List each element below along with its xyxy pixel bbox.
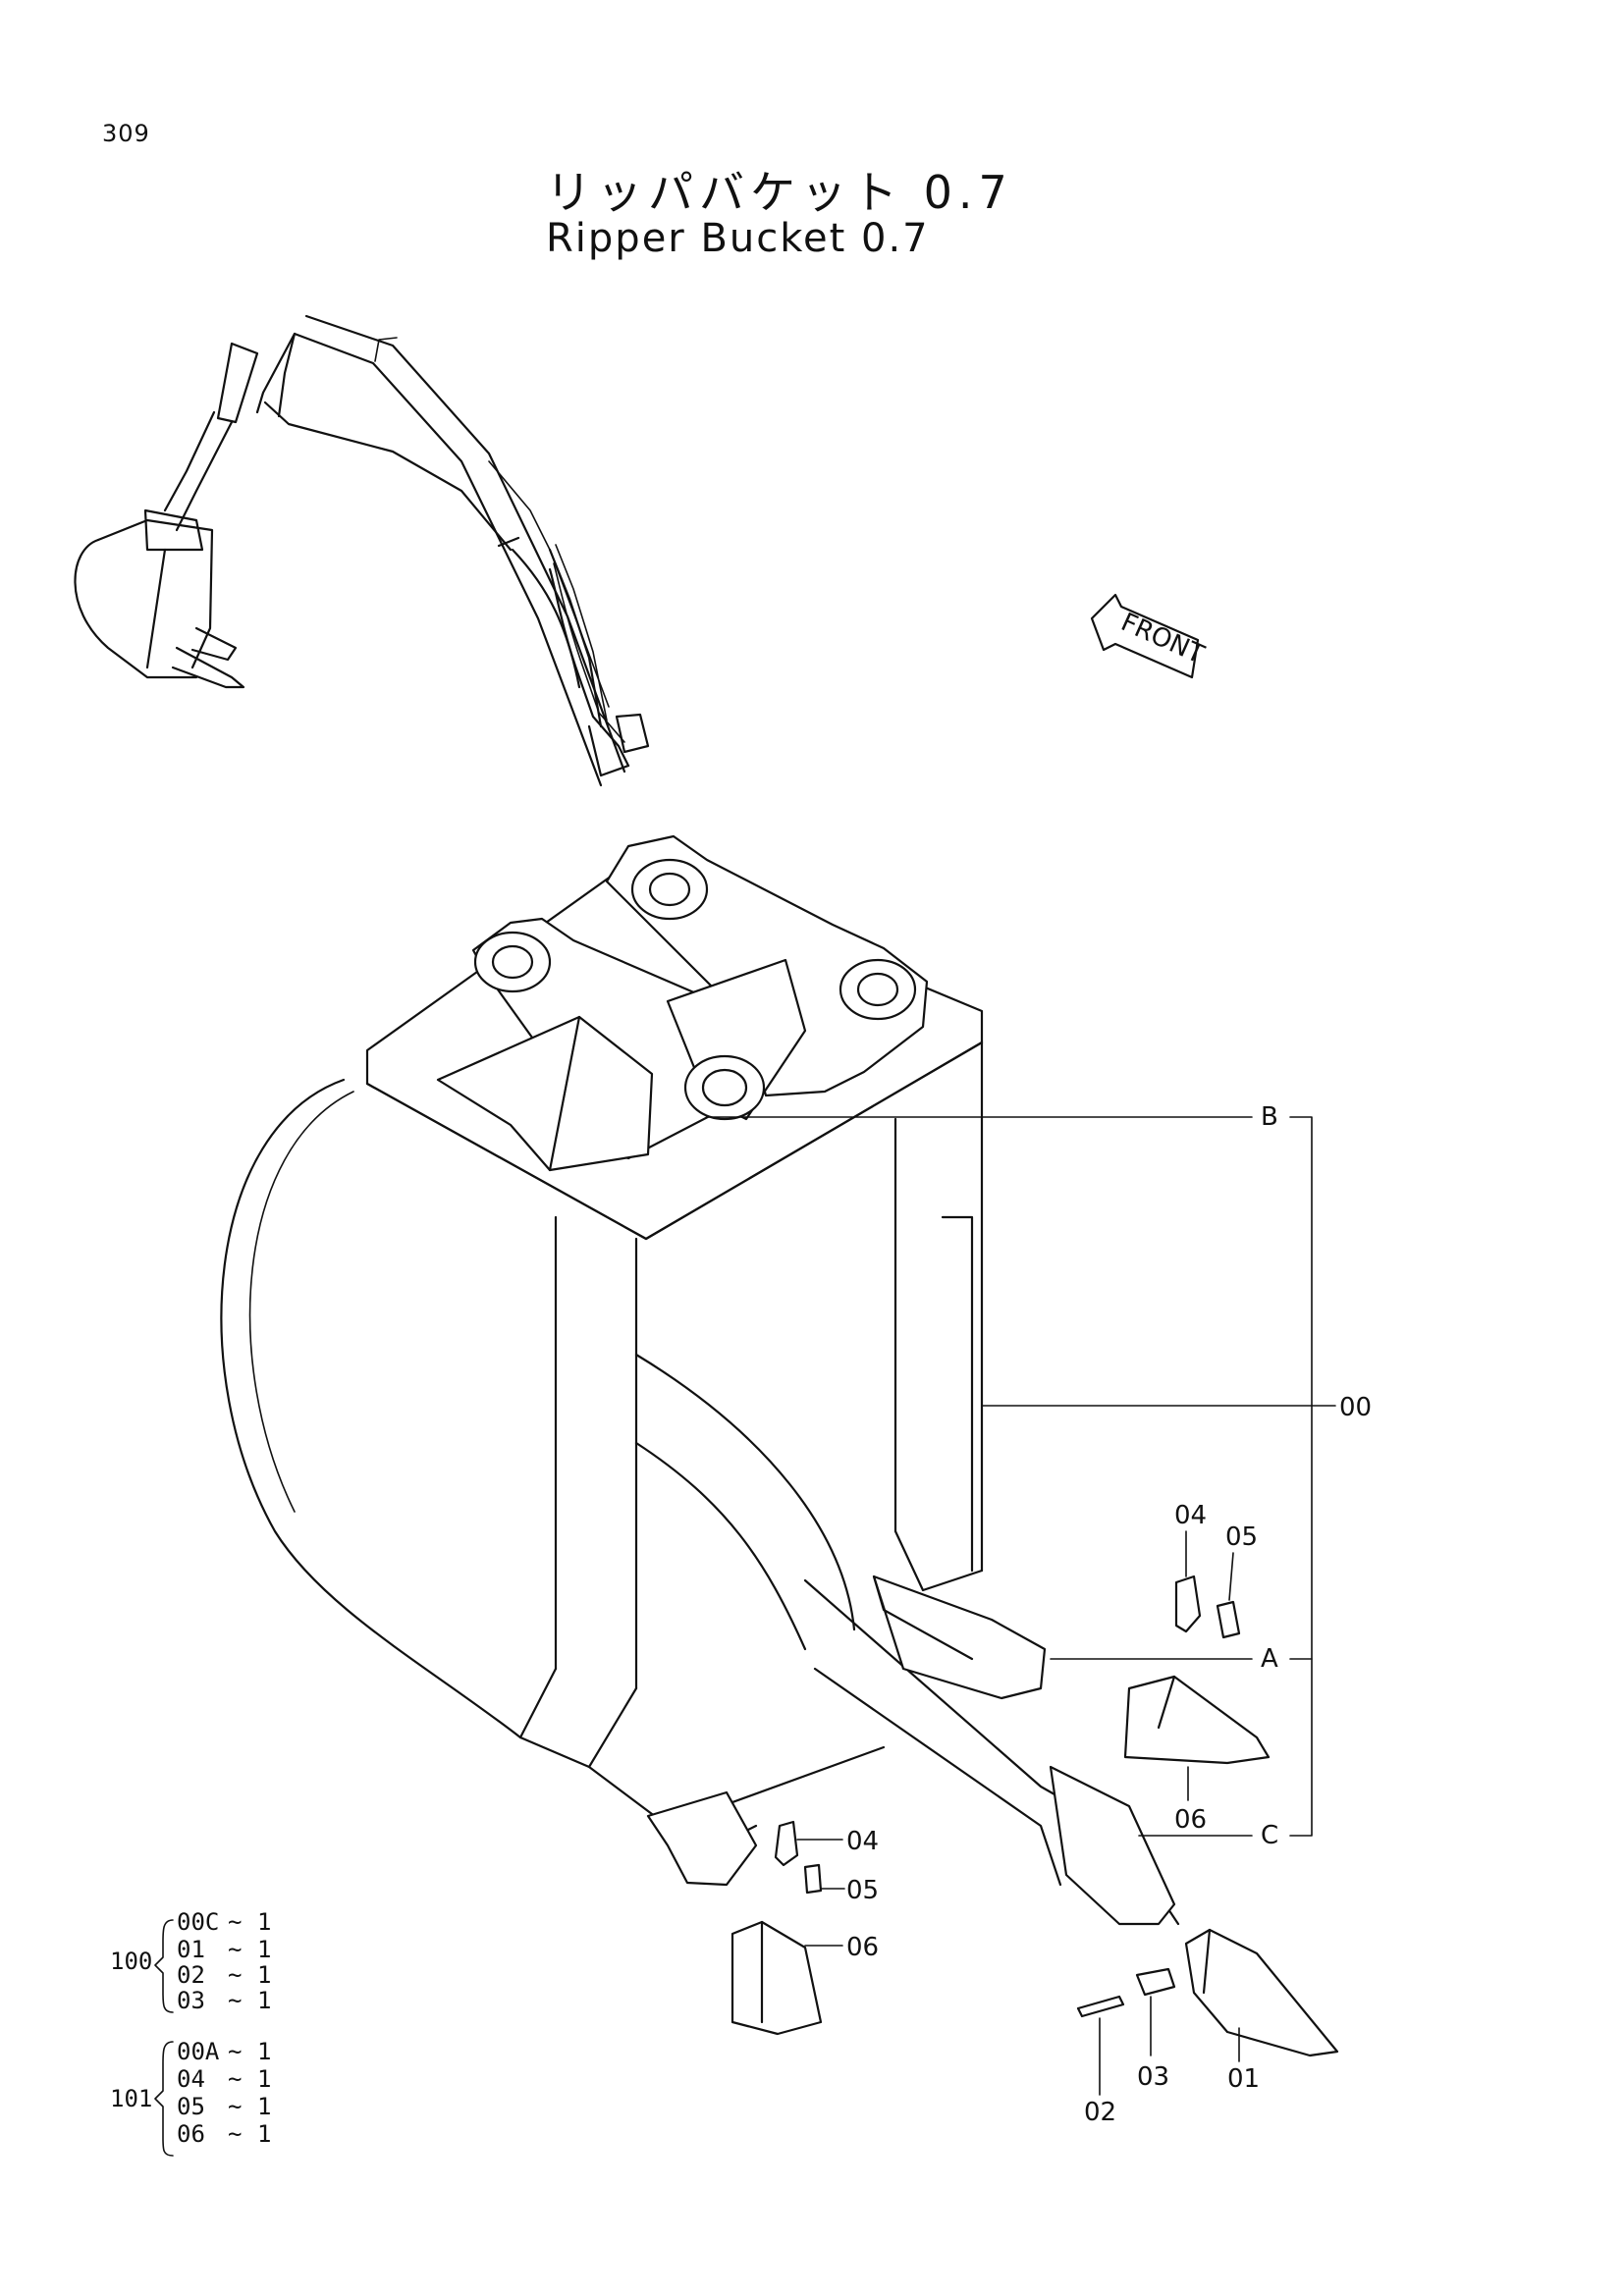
part-01-tooth [1184, 1928, 1339, 2057]
excavator-arm-illustration [74, 314, 650, 787]
middle-adapter [872, 1575, 1047, 1700]
kit-101-item-qty: 1 [257, 2038, 271, 2065]
kit-100-item-qty: 1 [257, 1987, 271, 2014]
callout-C: C [1261, 1821, 1278, 1850]
kit-100-item-sep: ~ [228, 1987, 242, 2014]
callout-01: 01 [1227, 2064, 1260, 2094]
right-adapter [1049, 1765, 1176, 1926]
callout-06-left: 06 [846, 1933, 879, 1962]
callout-04-right: 04 [1174, 1501, 1207, 1530]
kit-100-number: 100 [110, 1948, 152, 1975]
part-04-lock-right [1174, 1575, 1202, 1633]
page-title-english: Ripper Bucket 0.7 [546, 216, 930, 261]
callout-02: 02 [1084, 2098, 1116, 2127]
kit-101-item-sep: ~ [228, 2038, 242, 2065]
kit-101-item-part: 00A [177, 2038, 220, 2065]
part-02-retainer [1076, 1995, 1125, 2018]
callout-A: A [1261, 1644, 1278, 1674]
left-adapter [646, 1790, 758, 1887]
kit-100-item-part: 02 [177, 1961, 205, 1989]
callout-05-left: 05 [846, 1876, 879, 1905]
parts-right-tooth [1076, 1928, 1339, 2057]
kit-100: 100 00C ~ 1 01 ~ 1 02 ~ 1 03 ~ 1 [110, 1908, 271, 2014]
kit-100-item-part: 00C [177, 1908, 219, 1936]
part-06-tooth-right [1123, 1675, 1271, 1765]
kit-101-item-part: 06 [177, 2120, 205, 2148]
callout-00: 00 [1339, 1393, 1372, 1422]
parts-middle-tooth [1123, 1575, 1271, 1765]
kit-101-item-part: 05 [177, 2093, 205, 2120]
kit-101-item-part: 04 [177, 2065, 205, 2093]
part-03-pin [1135, 1967, 1176, 1997]
kit-100-item-sep: ~ [228, 1961, 242, 1989]
kit-101: 101 00A ~ 1 04 ~ 1 05 ~ 1 06 ~ 1 [110, 2038, 271, 2157]
kit-101-item-qty: 1 [257, 2065, 271, 2093]
page-title-japanese: リッパバケット 0.7 [546, 166, 1013, 219]
kit-101-item-sep: ~ [228, 2120, 242, 2148]
kit-101-item-qty: 1 [257, 2093, 271, 2120]
kit-100-item-sep: ~ [228, 1936, 242, 1963]
part-05-pin-right [1216, 1600, 1241, 1639]
ripper-bucket-body [220, 834, 1180, 1926]
parts-left-tooth [730, 1820, 823, 2036]
kit-101-item-qty: 1 [257, 2120, 271, 2148]
callout-B: B [1261, 1102, 1278, 1132]
kit-100-item-qty: 1 [257, 1908, 271, 1936]
kit-100-item-qty: 1 [257, 1936, 271, 1963]
kit-101-item-sep: ~ [228, 2093, 242, 2120]
part-05-pin-left [803, 1863, 823, 1895]
kit-100-item-sep: ~ [228, 1908, 242, 1936]
callout-04-left: 04 [846, 1827, 879, 1856]
kit-100-item-part: 03 [177, 1987, 205, 2014]
callout-05-right: 05 [1225, 1522, 1258, 1552]
callout-03: 03 [1137, 2062, 1169, 2092]
page-number: 309 [102, 120, 150, 147]
leader-lines [706, 1116, 1336, 2096]
kit-101-item-sep: ~ [228, 2065, 242, 2093]
kit-100-item-part: 01 [177, 1936, 205, 1963]
front-direction-arrow: FRONT [1090, 593, 1209, 679]
kit-100-item-qty: 1 [257, 1961, 271, 1989]
callout-labels: B 00 A C 04 05 06 04 05 06 01 02 03 [846, 1102, 1372, 2127]
part-04-lock-left [774, 1820, 799, 1867]
callout-06-right: 06 [1174, 1805, 1207, 1835]
part-06-tooth-left [730, 1920, 823, 2036]
kit-101-number: 101 [110, 2085, 152, 2112]
